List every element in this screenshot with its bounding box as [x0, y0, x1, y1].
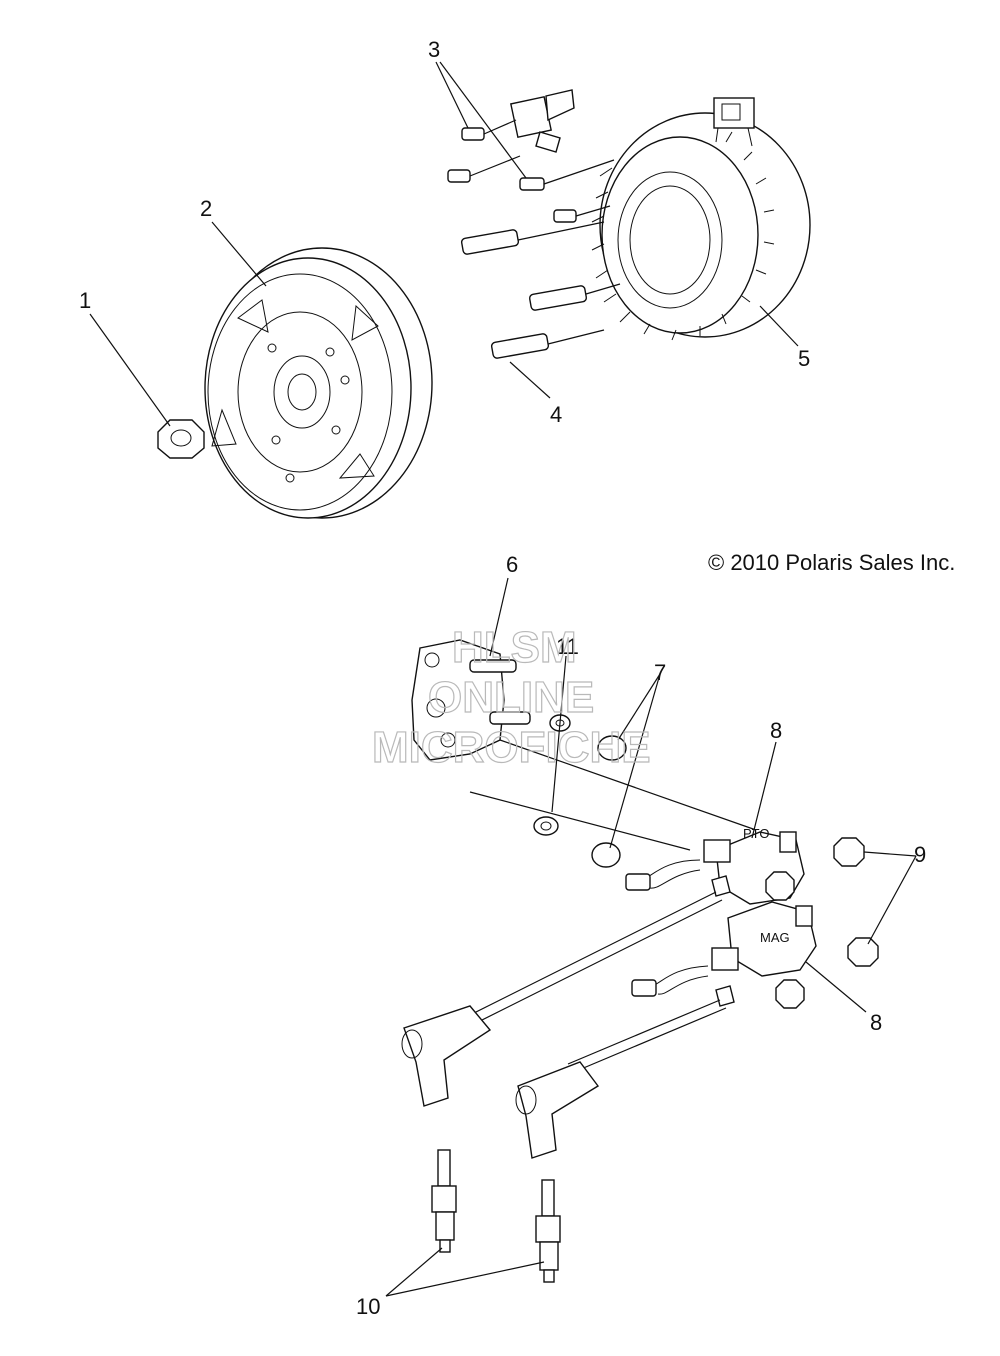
flywheel	[204, 247, 433, 519]
coil-label-mag: MAG	[760, 930, 790, 945]
spark-plug-boot-mag	[515, 1061, 600, 1159]
watermark-line-3: MICROFICHE	[372, 723, 651, 772]
callout-9: 9	[914, 842, 926, 867]
callout-3: 3	[428, 37, 440, 62]
callout-2: 2	[200, 196, 212, 221]
washers-and-bolts	[533, 714, 627, 868]
callout-10: 10	[356, 1294, 380, 1319]
ignition-coil-mag	[567, 901, 817, 1073]
spark-plug-boot-pto	[401, 1005, 492, 1107]
screw-set	[447, 127, 588, 359]
stator	[591, 97, 811, 341]
callout-8-mag: 8	[870, 1010, 882, 1035]
watermark-line-2: ONLINE	[428, 673, 594, 722]
watermark-line-1: HLSM	[452, 623, 577, 672]
callout-5: 5	[798, 346, 810, 371]
watermark: HLSM ONLINE MICROFICHE	[371, 622, 651, 772]
coil-nuts	[765, 837, 879, 1009]
trigger-sensor	[510, 89, 575, 153]
spark-plug-left	[431, 1149, 457, 1253]
coil-bracket	[411, 639, 531, 761]
callout-11: 11	[556, 634, 579, 659]
coil-label-pto: PTO	[743, 826, 770, 841]
flywheel-nut	[157, 419, 205, 459]
copyright-notice: © 2010 Polaris Sales Inc.	[708, 550, 955, 575]
callout-7: 7	[654, 660, 666, 685]
spark-plug-right	[535, 1179, 561, 1283]
callout-leaders	[89, 61, 917, 1297]
callout-8-pto: 8	[770, 718, 782, 743]
callout-4: 4	[550, 402, 562, 427]
leader-lines-top	[469, 119, 621, 345]
callout-6: 6	[506, 552, 518, 577]
callout-1: 1	[79, 288, 91, 313]
